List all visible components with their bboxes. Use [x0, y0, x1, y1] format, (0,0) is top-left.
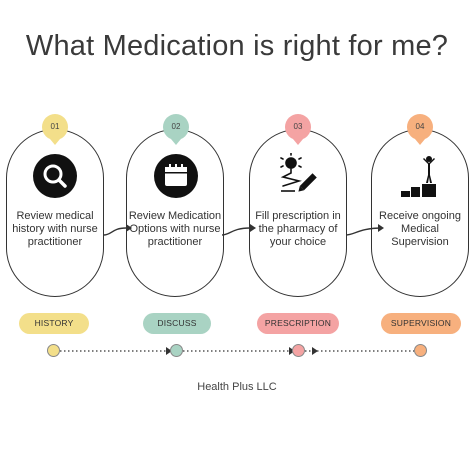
- idea-pencil-icon: [280, 153, 317, 192]
- step-label-prescription: PRESCRIPTION: [257, 313, 339, 334]
- search-icon: [33, 154, 77, 198]
- connector-arrow-2: [221, 227, 251, 236]
- connector-arrow-1: [103, 227, 127, 236]
- step-number-badge-3: 03: [285, 114, 311, 145]
- step-label-discuss: DISCUSS: [143, 313, 211, 334]
- step-text-1: Review medical history with nurse practi…: [12, 210, 98, 248]
- person-podium-icon: [401, 156, 436, 197]
- timeline-dot-4: [414, 344, 427, 357]
- step-label-supervision: SUPERVISION: [381, 313, 461, 334]
- connector-arrow-3: [345, 227, 383, 236]
- timeline-arrow-3: [312, 347, 318, 355]
- calendar-icon: [154, 154, 198, 198]
- timeline-dot-2: [170, 344, 183, 357]
- step-text-3: Fill prescription in the pharmacy of you…: [255, 210, 341, 248]
- step-number-badge-4: 04: [407, 114, 433, 145]
- page-title: What Medication is right for me?: [25, 30, 449, 62]
- step-text-2: Review Medication Options with nurse pra…: [128, 210, 222, 248]
- step-number-badge-2: 02: [163, 114, 189, 145]
- timeline-dot-1: [47, 344, 60, 357]
- step-text-4: Receive ongoing Medical Supervision: [379, 210, 461, 248]
- timeline-dot-3: [292, 344, 305, 357]
- step-label-history: HISTORY: [19, 313, 89, 334]
- step-number-badge-1: 01: [42, 114, 68, 145]
- footer-company-name: Health Plus LLC: [197, 381, 277, 393]
- timeline-arrow-1: [166, 347, 172, 355]
